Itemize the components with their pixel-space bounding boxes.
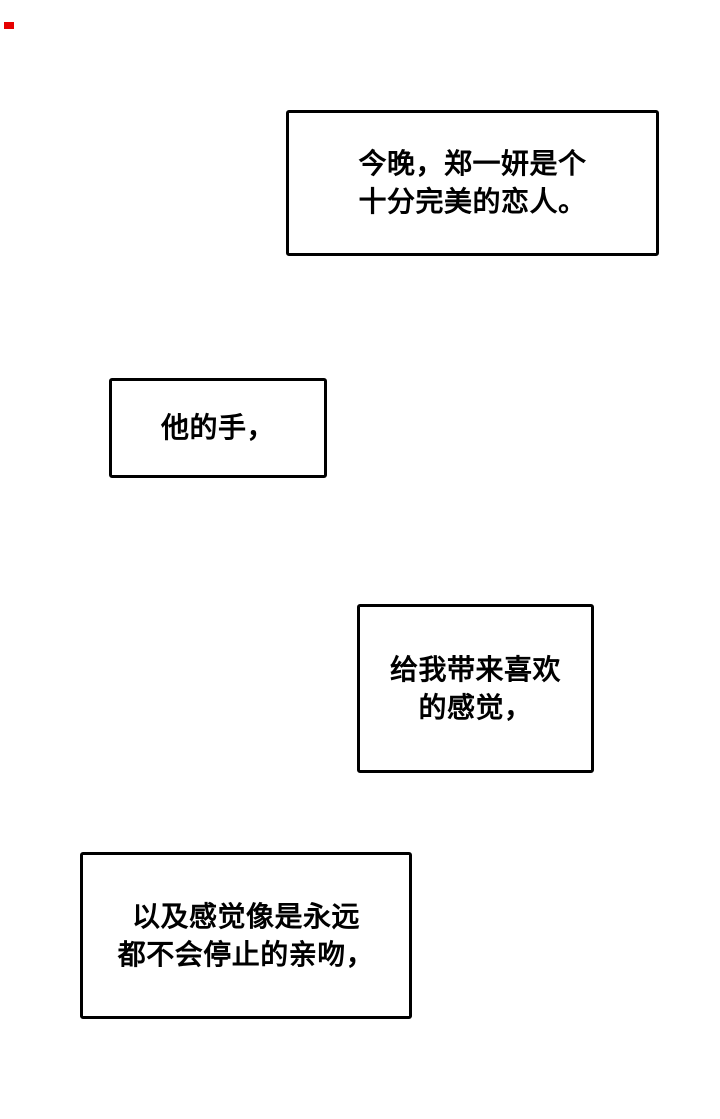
narration-box-1: 今晚，郑一妍是个 十分完美的恋人。 bbox=[286, 110, 659, 256]
narration-line: 都不会停止的亲吻， bbox=[117, 938, 375, 970]
red-mark bbox=[4, 22, 14, 29]
narration-line: 的感觉， bbox=[418, 691, 533, 723]
narration-box-2: 他的手， bbox=[109, 378, 327, 478]
narration-box-3: 给我带来喜欢 的感觉， bbox=[357, 604, 594, 773]
narration-line: 给我带来喜欢 bbox=[389, 653, 561, 685]
narration-box-4: 以及感觉像是永远 都不会停止的亲吻， bbox=[80, 852, 412, 1019]
narration-line: 他的手， bbox=[160, 412, 275, 443]
narration-line: 今晚，郑一妍是个 bbox=[358, 148, 587, 179]
narration-line: 以及感觉像是永远 bbox=[131, 900, 360, 932]
narration-line: 十分完美的恋人。 bbox=[358, 186, 587, 217]
